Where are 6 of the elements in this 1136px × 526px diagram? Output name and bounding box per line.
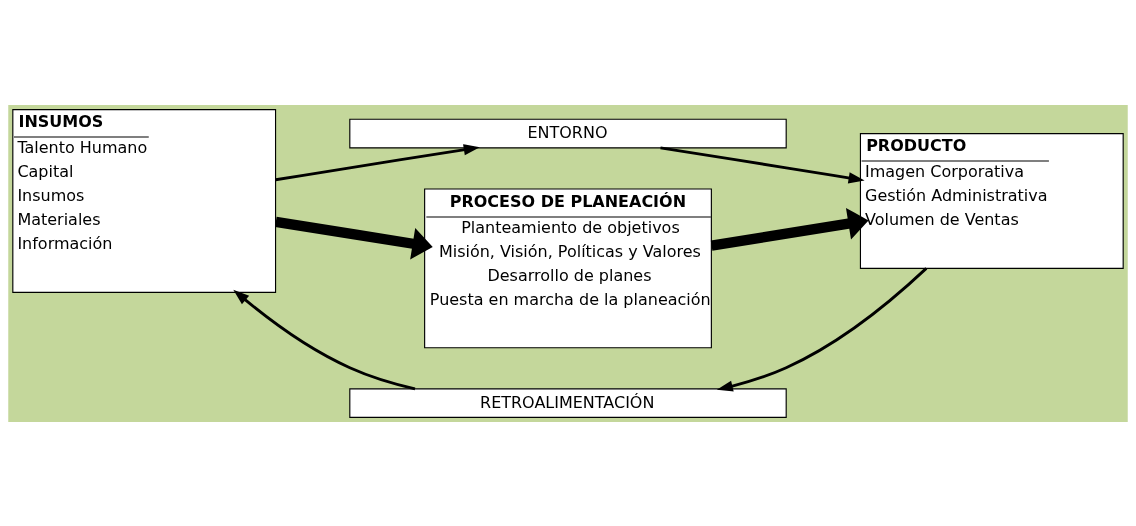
arrow [716, 266, 928, 392]
arrow [275, 216, 433, 259]
arrow [233, 289, 416, 390]
arrow [710, 207, 869, 251]
arrow [275, 143, 480, 181]
arrow [660, 145, 865, 183]
